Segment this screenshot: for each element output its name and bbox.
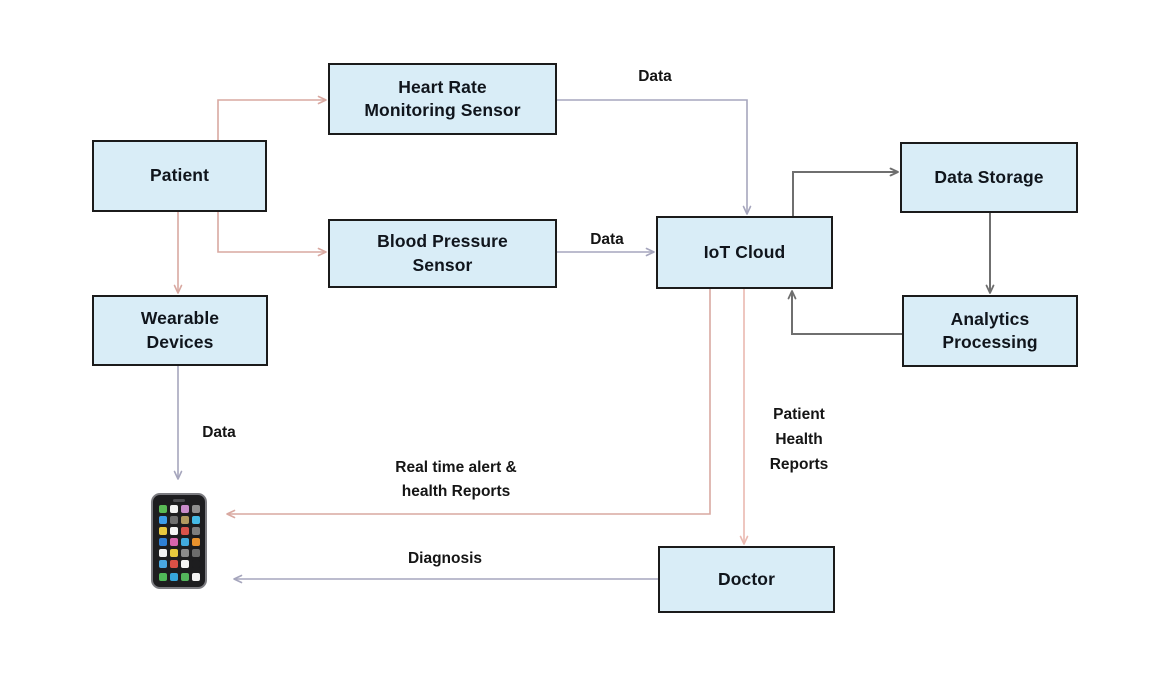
- node-data-storage-label: Data Storage: [934, 166, 1044, 187]
- node-heart-rate-sensor-label: Heart Rate Monitoring Sensor: [364, 76, 521, 120]
- node-doctor-label: Doctor: [718, 568, 775, 589]
- node-doctor: Doctor: [658, 546, 835, 613]
- edge-label-wearable-data: Data: [202, 424, 236, 441]
- edge-iot-cloud-to-phone: [226, 289, 711, 519]
- edge-patient-to-blood-pressure: [217, 212, 327, 257]
- edge-label-realtime-alert: Real time alert & health Reports: [395, 459, 517, 501]
- node-wearable-devices: Wearable Devices: [92, 295, 268, 366]
- edge-label-diagnosis: Diagnosis: [407, 550, 483, 567]
- phone-speaker: [173, 499, 185, 502]
- node-wearable-devices-label: Wearable Devices: [140, 308, 220, 352]
- node-iot-cloud-label: IoT Cloud: [703, 241, 786, 262]
- phone-app-dock: [158, 573, 200, 581]
- node-analytics-processing: Analytics Processing: [902, 295, 1078, 367]
- edge-patient-to-heart-rate: [217, 95, 327, 141]
- node-analytics-processing-label: Analytics Processing: [942, 308, 1038, 352]
- node-blood-pressure-sensor-label: Blood Pressure Sensor: [377, 231, 508, 275]
- smartphone-icon: [151, 493, 207, 589]
- node-blood-pressure-sensor: Blood Pressure Sensor: [328, 219, 557, 288]
- node-patient: Patient: [92, 140, 267, 212]
- node-patient-label: Patient: [149, 165, 210, 186]
- edge-label-blood-pressure-data: Data: [590, 231, 624, 248]
- node-heart-rate-sensor: Heart Rate Monitoring Sensor: [328, 63, 557, 135]
- edge-heart-rate-to-iot-cloud: [557, 99, 752, 215]
- node-iot-cloud: IoT Cloud: [656, 216, 833, 289]
- edge-label-patient-health-reports: Patient Health Reports: [769, 406, 829, 474]
- node-data-storage: Data Storage: [900, 142, 1078, 213]
- edge-label-heart-rate-data: Data: [638, 68, 672, 85]
- phone-app-grid: [158, 505, 200, 569]
- edge-analytics-to-iot-cloud: [787, 290, 902, 335]
- edge-iot-cloud-to-data-storage: [792, 167, 899, 216]
